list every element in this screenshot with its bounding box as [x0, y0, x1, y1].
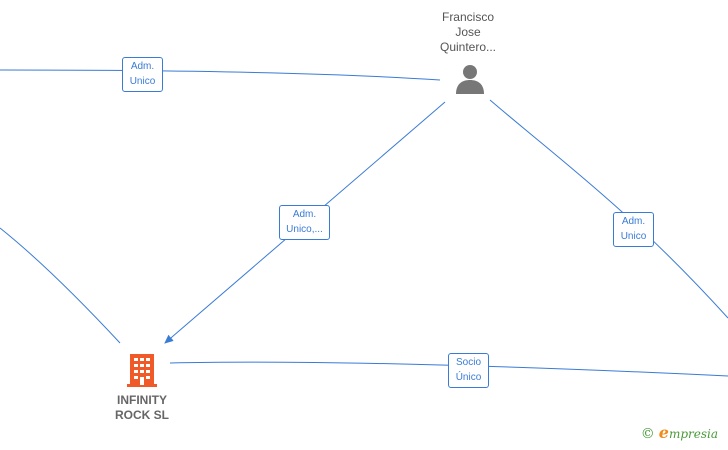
empresia-logo: ©empresia: [641, 423, 718, 442]
edge-label-person-to-right[interactable]: Adm. Unico: [613, 212, 654, 247]
brand-initial: e: [658, 423, 669, 442]
brand-name: mpresia: [668, 427, 718, 441]
edge-company-to-right: [169, 361, 728, 377]
person-icon[interactable]: [454, 63, 486, 95]
company-building-icon[interactable]: [126, 352, 158, 388]
edge-person-to-right: [489, 99, 728, 319]
edge-label-top-left[interactable]: Adm. Unico: [122, 57, 163, 92]
company-name-line-1: INFINITY: [117, 393, 167, 407]
company-name-line-2: ROCK SL: [115, 408, 169, 422]
edge-left-to-company: [0, 227, 121, 344]
edge-label-line: Socio: [455, 357, 481, 368]
edge-label-line: Unico: [129, 76, 156, 87]
edge-label-line: Adm.: [292, 209, 317, 220]
person-name-line-2: Jose: [455, 25, 481, 39]
edge-label-line: Único: [455, 372, 482, 383]
edge-top-left: [0, 69, 441, 81]
edge-label-line: Adm.: [130, 61, 155, 72]
edge-label-line: Unico,...: [286, 224, 323, 235]
person-node-label[interactable]: Francisco Jose Quintero...: [420, 10, 516, 55]
copyright-symbol: ©: [640, 426, 655, 442]
company-node-label[interactable]: INFINITY ROCK SL: [96, 393, 188, 423]
edge-label-company-to-right[interactable]: Socio Único: [448, 353, 489, 388]
edge-label-line: Unico: [620, 231, 647, 242]
person-name-line-1: Francisco: [441, 10, 494, 24]
person-name-line-3: Quintero...: [439, 40, 497, 54]
edge-label-person-to-company[interactable]: Adm. Unico,...: [279, 205, 330, 240]
edge-label-line: Adm.: [621, 216, 646, 227]
